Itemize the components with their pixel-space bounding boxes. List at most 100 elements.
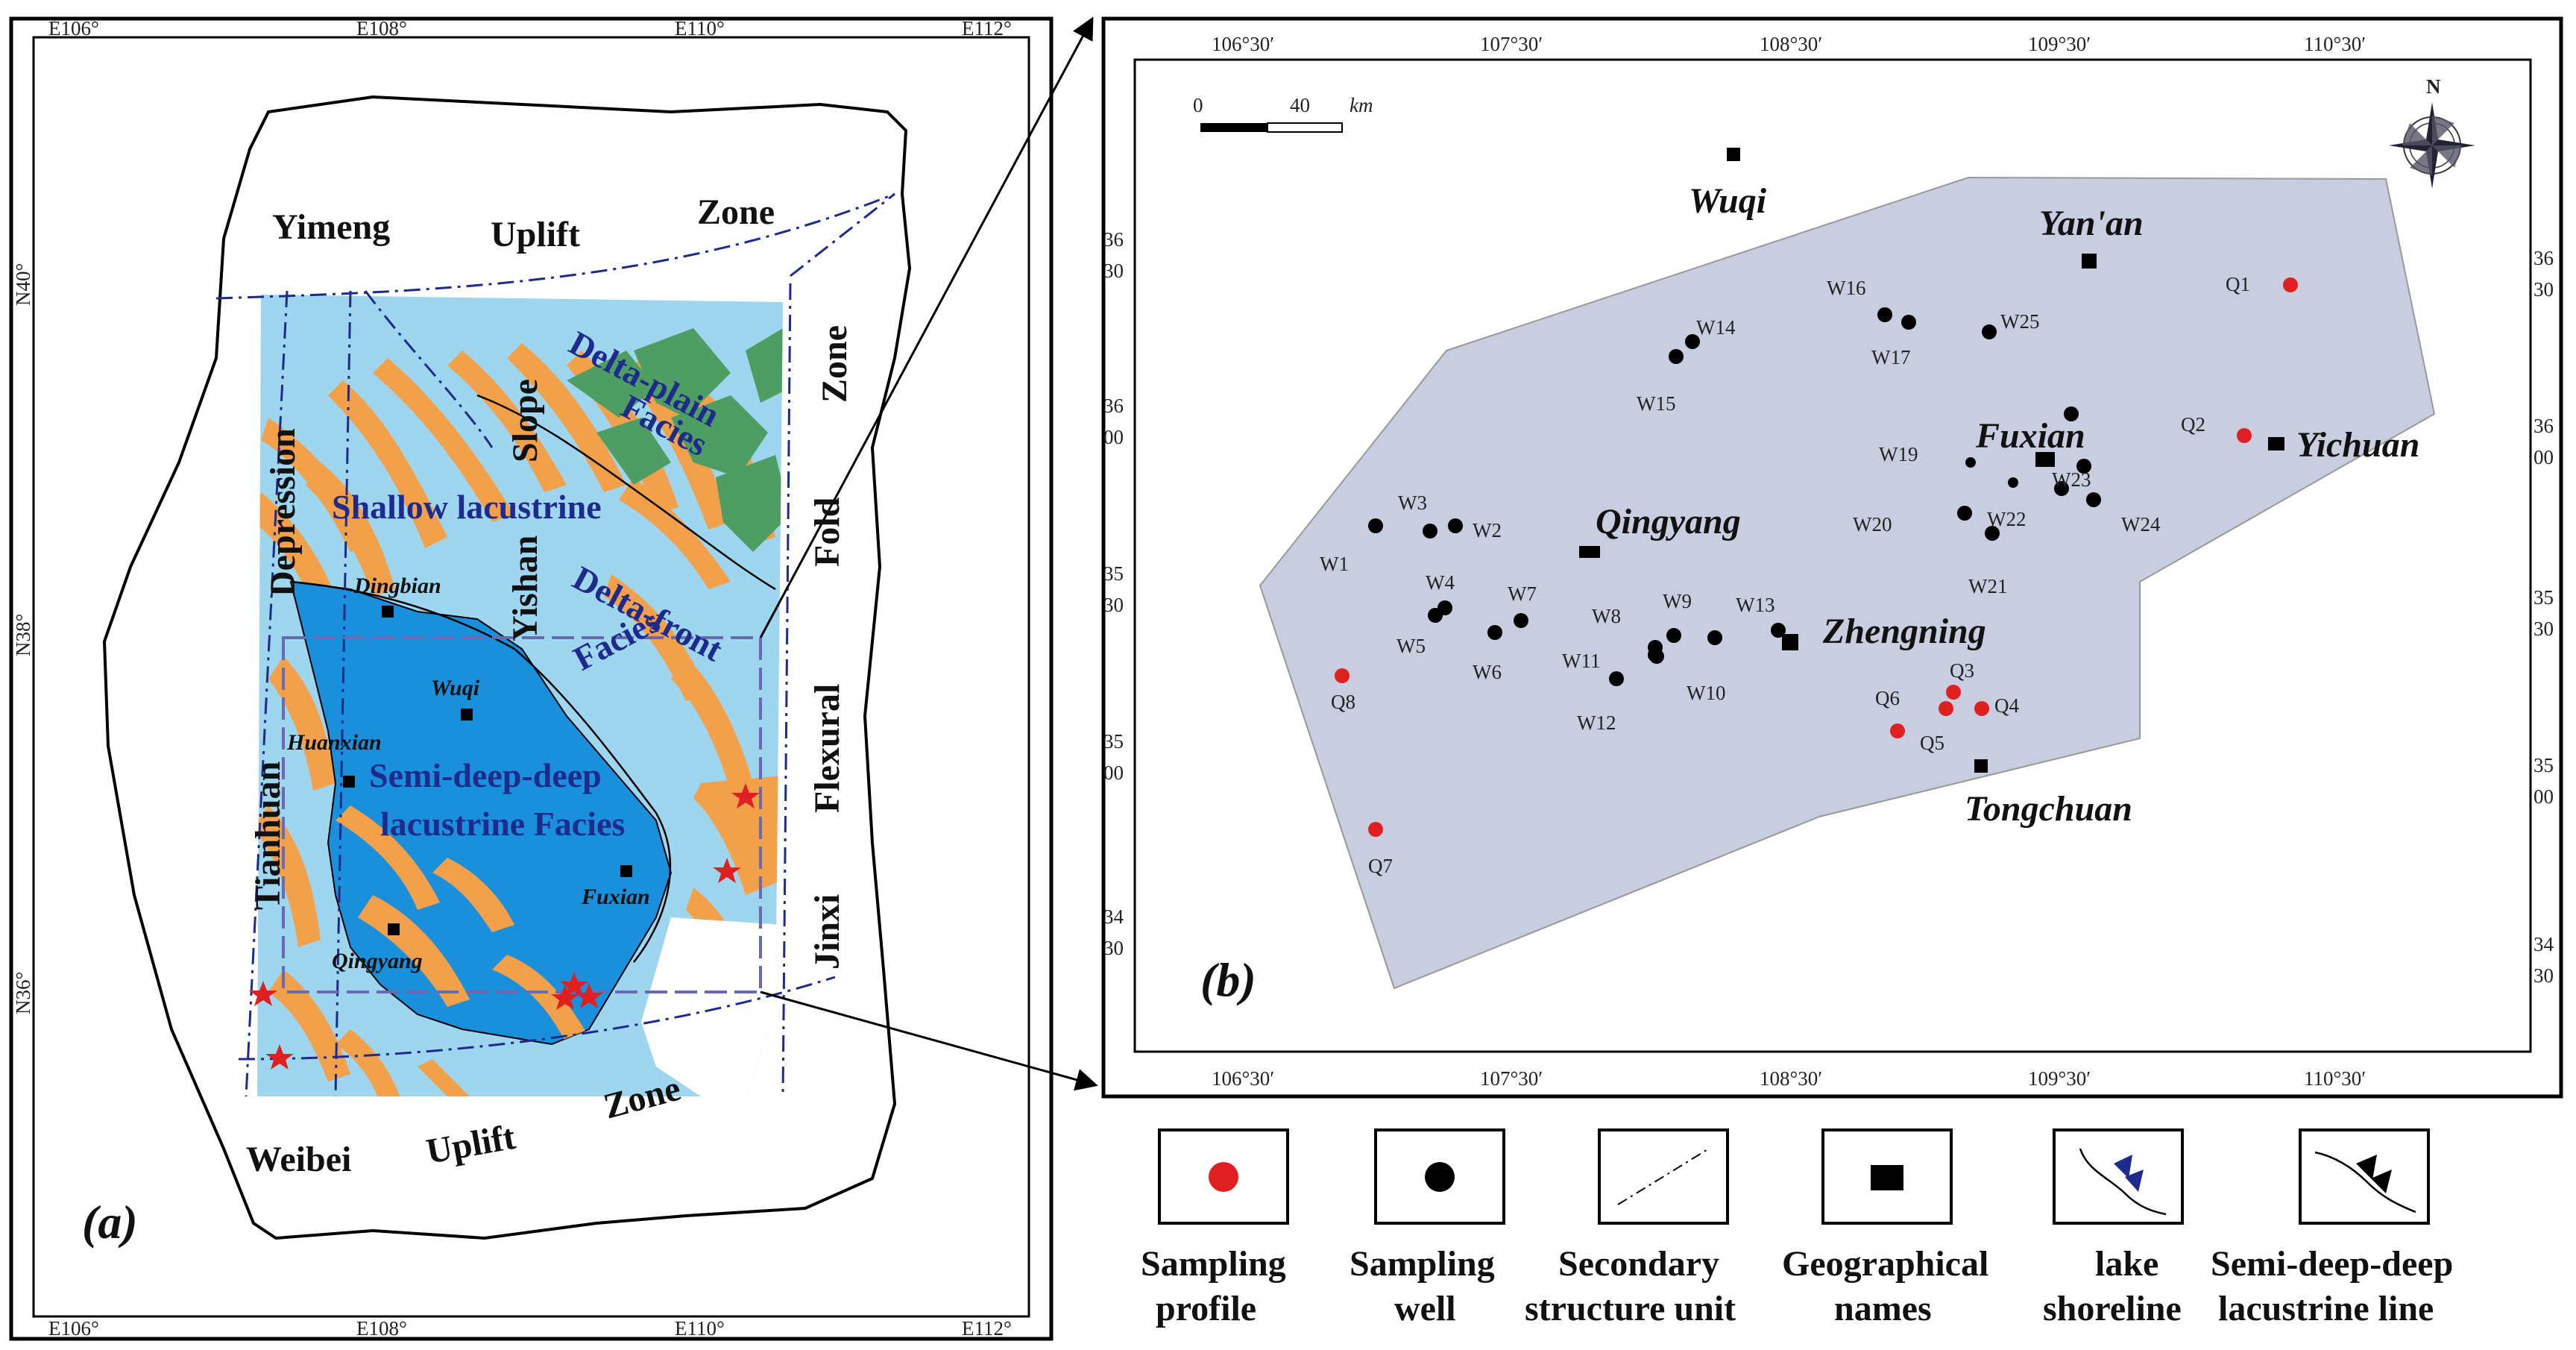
compass-rose-icon: N [2389,75,2475,189]
well-label-w23: W23 [2052,468,2091,491]
well-w12 [1609,671,1624,686]
well-label-w19: W19 [1879,443,1918,465]
grid-bottom-3: E112° [962,1317,1012,1340]
lat-left-3-deg: 35 [1103,730,1124,753]
well-w23 [2076,459,2091,474]
grid-top-2: E110° [675,17,725,40]
lon-bottom-4: 110°30′ [2304,1067,2366,1090]
label-depression: Depression [263,428,303,597]
lat-right-3-deg: 35 [2534,754,2554,776]
lat-labels-right: 36 30 36 00 35 30 35 00 34 30 [2534,247,2554,987]
star-marker [265,1044,294,1070]
fuxian-marker-a [620,865,632,877]
lake-shoreline-a [290,580,672,963]
well-labels: W1 W2 W3 W4 W5 W6 W7 W8 W9 W10 W11 W12 W… [1320,277,2161,734]
label-semi-deep: Semi-deep-deep [369,756,602,794]
well-w19 [1965,457,1976,468]
legend: Sampling profile Sampling well Secondary… [1141,1128,2453,1328]
label-yanan: Yan'an [2039,204,2144,243]
panel-b: 106°30′ 107°30′ 108°30′ 109°30′ 110°30′ … [1101,16,2563,1099]
lon-bottom-2: 108°30′ [1760,1067,1822,1090]
lat-left-0-deg: 36 [1103,228,1124,251]
lon-bottom-0: 106°30′ [1212,1067,1274,1090]
lon-top-2: 108°30′ [1760,33,1822,55]
legend-item-sampling-profile: Sampling profile [1141,1128,1289,1328]
lat-left-1-deg: 36 [1103,395,1124,417]
grid-top-0: E106° [48,17,99,40]
lon-labels-bottom: 106°30′ 107°30′ 108°30′ 109°30′ 110°30′ [1212,1067,2366,1090]
well-w17 [1901,315,1916,330]
lon-top-1: 107°30′ [1480,33,1543,55]
study-area-box [282,636,762,993]
label-zone-east: Zone [815,325,854,403]
profile-q7 [1368,822,1383,837]
legend-label-1b: profile [1156,1289,1256,1328]
label-uplift-north: Uplift [491,215,580,254]
grid-top-1: E108° [356,17,407,40]
well-w7 [1514,613,1528,628]
well-label-w15: W15 [1637,392,1675,415]
profile-label-q8: Q8 [1331,691,1355,713]
profile-q4 [1974,701,1989,716]
well-w13 [1771,623,1786,638]
label-wuqi: Wuqi [1689,181,1767,221]
well-label-w4: W4 [1426,571,1455,594]
legend-label-5b: shoreline [2043,1289,2182,1328]
label-tongchuan: Tongchuan [1965,789,2132,829]
well-w24 [2086,492,2101,507]
well-label-w14: W14 [1696,316,1736,339]
label-flexural: Flexural [807,684,847,813]
place-markers [1579,148,2284,773]
lat-right-4-min: 30 [2534,964,2554,987]
well-label-w21: W21 [1968,575,2007,597]
lat-left-4-min: 30 [1103,937,1124,959]
lat-right-2-deg: 35 [2534,586,2554,609]
well-w19b [2064,406,2079,421]
star-marker [560,972,588,997]
panel-a-inner-frame [32,36,1030,1318]
well-w14 [1685,334,1700,349]
legend-label-2a: Sampling [1350,1244,1495,1284]
lon-bottom-3: 109°30′ [2028,1067,2091,1090]
well-w1 [1368,518,1383,533]
wuqi-marker [1727,148,1740,161]
legend-item-semi-deep-line: Semi-deep-deep lacustrine line [2211,1128,2453,1328]
yanan-marker [2082,254,2097,269]
profile-q1 [2283,277,2298,292]
panel-a-label: (a) [82,1196,138,1249]
panel-b-label: (b) [1200,953,1256,1006]
profile-q2 [2237,428,2252,443]
lat-left-2-deg: 35 [1103,562,1124,585]
lat-right-0-min: 30 [2534,278,2554,301]
well-label-w6: W6 [1473,661,1502,683]
lat-left-4-deg: 34 [1103,905,1124,928]
profile-label-q5: Q5 [1920,732,1944,754]
well-w22a [2008,477,2018,488]
well-w25 [1982,324,1997,339]
well-w6 [1487,625,1502,640]
grid-left-2: N36° [12,972,34,1014]
zoom-arrow-bottom [760,990,1098,1091]
well-label-w9: W9 [1663,590,1692,612]
legend-label-5a: lake [2095,1244,2158,1284]
zhengning-marker [1782,634,1798,650]
profile-label-q7: Q7 [1368,855,1393,877]
label-qingyang-a: Qingyang [332,949,423,973]
label-shallow-lacustrine: Shallow lacustrine [332,488,602,526]
legend-item-lake-shoreline: lake shoreline [2043,1128,2184,1328]
facies-boundary-a [476,394,776,591]
lon-top-4: 110°30′ [2304,33,2366,55]
lat-left-1-min: 00 [1103,426,1124,448]
well-label-w16: W16 [1827,277,1865,299]
label-fuxian-a: Fuxian [581,885,650,909]
label-yichuan: Yichuan [2296,425,2419,465]
scale-value: 40 [1290,94,1310,116]
well-label-w5: W5 [1396,635,1426,657]
legend-label-6a: Semi-deep-deep [2211,1244,2453,1284]
well-w15 [1669,349,1684,364]
label-semi-deep-facies: lacustrine Facies [380,805,625,843]
grid-top-3: E112° [962,17,1012,40]
star-marker [713,858,741,883]
profile-label-q2: Q2 [2181,413,2205,436]
